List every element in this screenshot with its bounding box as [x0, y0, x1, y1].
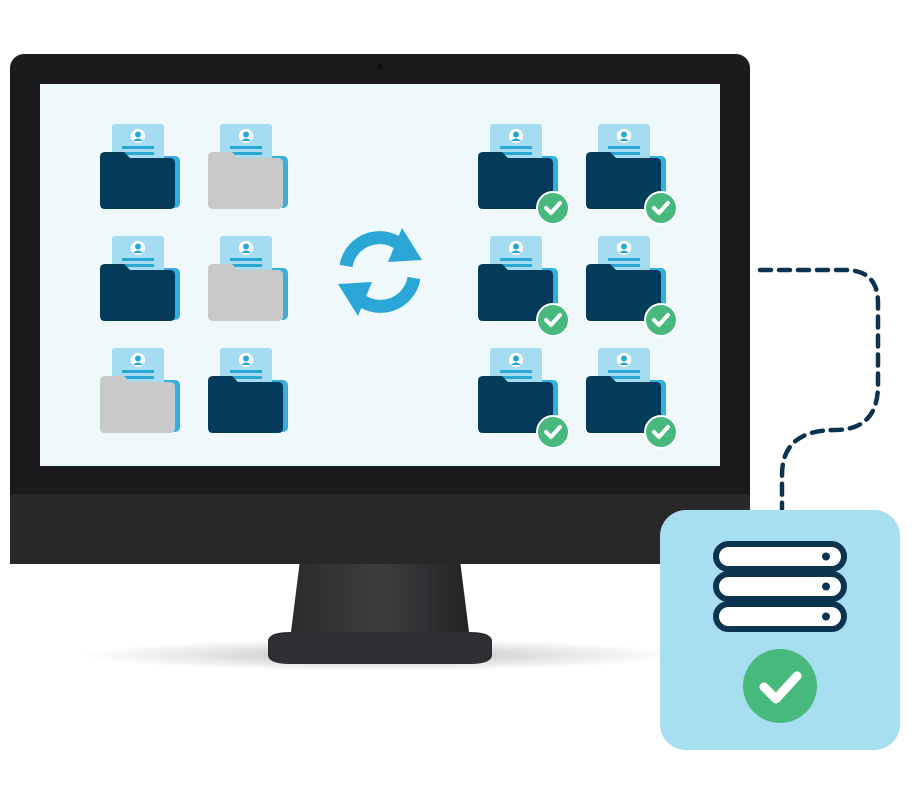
- folder-icon: [478, 348, 570, 449]
- folder-icon: [208, 348, 288, 433]
- folder-front: [208, 264, 283, 321]
- folder-front: [586, 264, 661, 321]
- server-unit: [713, 571, 847, 602]
- check-circle-icon: [536, 415, 570, 449]
- folder-icon: [586, 124, 678, 225]
- folder-icon: [100, 348, 180, 433]
- folder-front: [586, 152, 661, 209]
- synced-folder-grid: [478, 124, 678, 449]
- folder-front: [478, 264, 553, 321]
- check-circle-icon: [644, 415, 678, 449]
- server-unit: [713, 601, 847, 632]
- folder-front: [100, 264, 175, 321]
- folder-front: [208, 152, 283, 209]
- folder-icon: [478, 236, 570, 337]
- folder-front: [586, 376, 661, 433]
- server-stack-icon: [713, 541, 847, 632]
- folder-front: [478, 376, 553, 433]
- folder-front: [208, 376, 283, 433]
- check-circle-icon: [644, 191, 678, 225]
- folder-icon: [100, 236, 180, 321]
- monitor-camera: [377, 64, 383, 70]
- check-circle-icon: [536, 303, 570, 337]
- folder-icon: [586, 348, 678, 449]
- folder-front: [100, 376, 175, 433]
- folder-icon: [208, 236, 288, 321]
- check-circle-icon: [536, 191, 570, 225]
- dashed-connector: [757, 267, 881, 515]
- sync-arrows-icon: [338, 228, 422, 316]
- monitor-stand: [268, 560, 492, 664]
- server-unit: [713, 541, 847, 572]
- server-panel: [660, 510, 900, 750]
- folder-icon: [478, 124, 570, 225]
- folder-icon: [586, 236, 678, 337]
- folder-icon: [208, 124, 288, 209]
- folder-front: [478, 152, 553, 209]
- check-circle-icon: [743, 649, 817, 723]
- folder-icon: [100, 124, 180, 209]
- folder-front: [100, 152, 175, 209]
- unsynced-folder-grid: [100, 124, 288, 433]
- check-circle-icon: [644, 303, 678, 337]
